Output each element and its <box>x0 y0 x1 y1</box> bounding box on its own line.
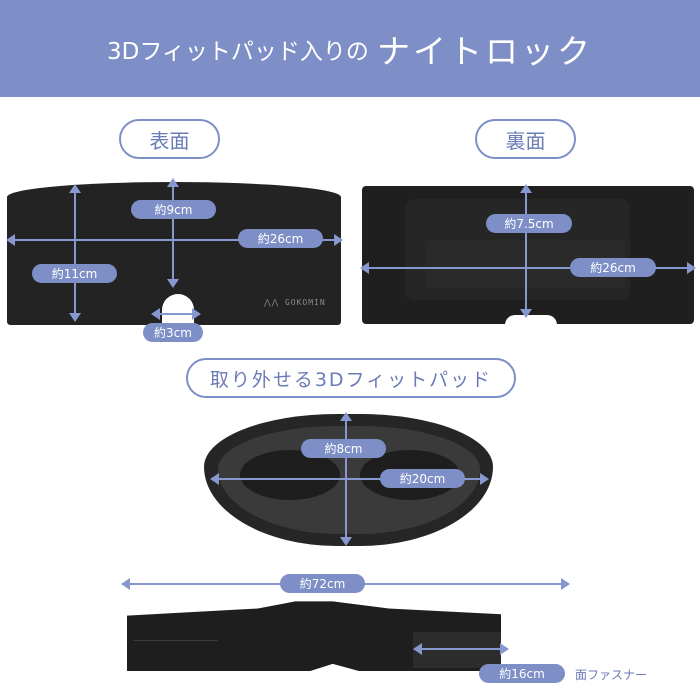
logo-text: GOKOMIN <box>284 298 326 307</box>
front-center-height-arrow <box>167 178 179 288</box>
back-height-arrow <box>520 184 532 318</box>
logo-mark-icon: ⋀⋀ <box>264 298 285 307</box>
fastener-length-label: 約16cm <box>479 664 565 683</box>
banner-title-prefix: 3Dフィットパッド入りの <box>107 38 369 65</box>
front-section-label: 表面 <box>119 119 220 159</box>
front-label-text: 表面 <box>149 128 190 153</box>
banner-title-product: ナイトロック <box>376 31 593 71</box>
front-center-height-label: 約9cm <box>131 200 216 219</box>
back-width-arrow <box>360 262 696 274</box>
fastener-length-arrow <box>413 643 509 655</box>
pad-width-label: 約20cm <box>380 469 465 488</box>
nose-opening-label: 約3cm <box>143 323 203 342</box>
back-section-label: 裏面 <box>475 119 576 159</box>
nose-opening-arrow <box>151 308 201 320</box>
brand-logo: ⋀⋀ GOKOMIN <box>264 298 326 307</box>
front-side-height-label: 約11cm <box>32 264 117 283</box>
title-banner: 3Dフィットパッド入りの ナイトロック <box>0 0 700 97</box>
back-label-text: 裏面 <box>505 128 546 153</box>
pad-width-arrow <box>210 473 489 485</box>
strap-velcro-patch <box>413 632 501 668</box>
strap-length-label: 約72cm <box>280 574 365 593</box>
front-width-arrow <box>6 234 343 246</box>
pad-height-label: 約8cm <box>301 439 386 458</box>
back-nose-gap <box>505 315 557 325</box>
strap-end-pocket <box>133 640 218 641</box>
pad-label-text: 取り外せる3Dフィットパッド <box>209 368 493 391</box>
back-width-label: 約26cm <box>570 258 656 277</box>
front-side-height-arrow <box>69 184 81 322</box>
pad-section-label: 取り外せる3Dフィットパッド <box>186 358 516 398</box>
nose-opening <box>162 294 194 326</box>
pad-eye-left <box>240 450 340 500</box>
front-width-label: 約26cm <box>238 229 323 248</box>
fastener-note: 面ファスナー <box>575 668 648 682</box>
back-height-label: 約7.5cm <box>486 214 572 233</box>
